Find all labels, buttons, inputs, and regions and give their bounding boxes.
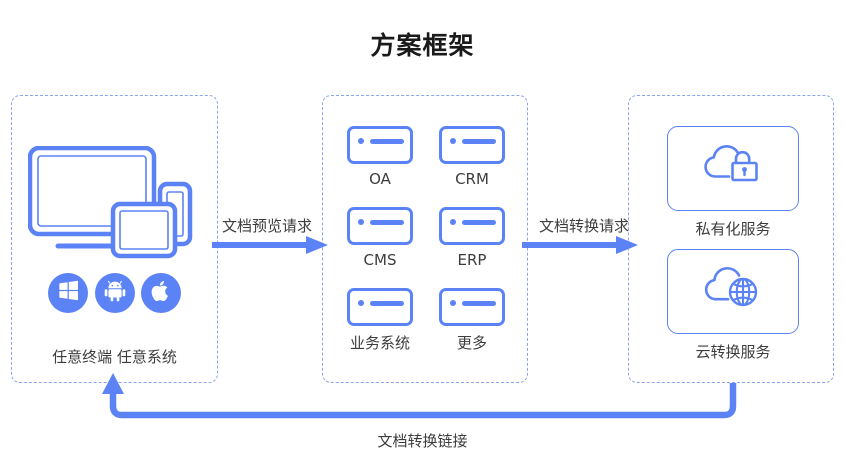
line-bar <box>370 220 404 225</box>
system-label: 业务系统 <box>349 334 410 352</box>
system-label: ERP <box>457 251 487 269</box>
status-dot <box>450 219 456 225</box>
device-illustration <box>27 145 200 264</box>
status-dot <box>450 138 456 144</box>
terminals-caption: 任意终端 任意系统 <box>52 348 177 366</box>
cloud-globe-icon <box>698 263 768 320</box>
arrow-label-convert-request: 文档转换请求 <box>538 217 629 235</box>
system-box-icon <box>347 126 413 164</box>
os-badge-windows <box>48 273 88 313</box>
arrow-label-preview-request: 文档预览请求 <box>221 217 312 235</box>
status-dot <box>450 300 456 306</box>
windows-icon <box>58 280 79 306</box>
system-card-oa[interactable]: OA <box>346 126 414 199</box>
os-badge-android <box>94 273 135 313</box>
system-box-icon <box>439 126 505 164</box>
status-dot <box>358 300 364 306</box>
status-dot <box>358 219 364 225</box>
system-card-erp[interactable]: ERP <box>438 207 506 280</box>
system-card-business[interactable]: 业务系统 <box>346 288 414 361</box>
system-box-icon <box>347 288 413 326</box>
service-label: 云转换服务 <box>695 343 771 361</box>
system-label: OA <box>369 170 391 188</box>
system-label: 更多 <box>456 334 487 352</box>
android-icon <box>104 280 126 307</box>
arrow-convert-request <box>522 236 638 254</box>
line-bar <box>462 139 496 144</box>
system-card-more[interactable]: 更多 <box>438 288 506 361</box>
system-label: CMS <box>363 251 397 269</box>
line-bar <box>462 301 496 306</box>
os-badge-apple <box>141 273 181 313</box>
apple-icon <box>151 280 172 307</box>
system-label: CRM <box>455 170 489 188</box>
system-card-grid: OA CRM CMS ERP <box>346 126 506 361</box>
service-box <box>667 126 799 211</box>
system-box-icon <box>439 288 505 326</box>
service-card-private[interactable]: 私有化服务 <box>667 126 799 239</box>
line-bar <box>462 220 496 225</box>
arrow-preview-request <box>212 236 328 254</box>
line-bar <box>370 139 404 144</box>
system-card-crm[interactable]: CRM <box>438 126 506 199</box>
service-label: 私有化服务 <box>695 220 771 238</box>
system-card-cms[interactable]: CMS <box>346 207 414 280</box>
line-bar <box>370 301 404 306</box>
arrow-label-convert-link: 文档转换链接 <box>377 432 468 450</box>
status-dot <box>358 138 364 144</box>
page-title: 方案框架 <box>370 32 475 60</box>
system-box-icon <box>347 207 413 245</box>
cloud-lock-icon <box>698 140 768 197</box>
os-badge-row <box>48 272 181 314</box>
system-box-icon <box>439 207 505 245</box>
service-box <box>667 249 799 334</box>
service-card-cloud[interactable]: 云转换服务 <box>667 249 799 362</box>
